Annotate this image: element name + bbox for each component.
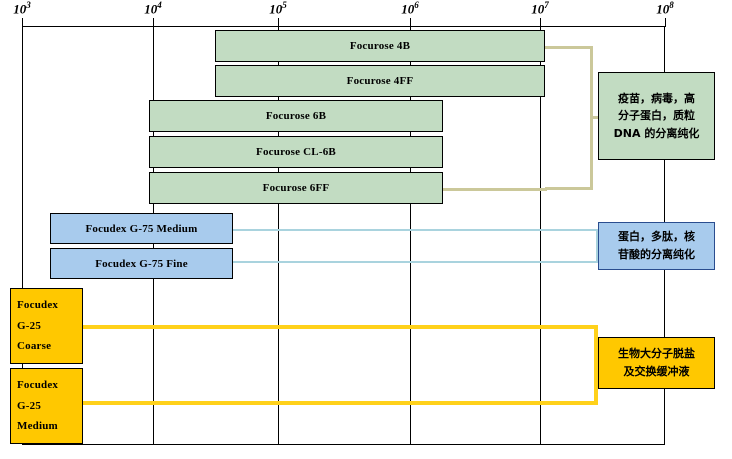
axis-label-1e7-mantissa: 10 <box>531 1 545 17</box>
bar-focurose-6ff[interactable]: Focurose 6FF <box>149 172 443 204</box>
bar-focudex-g25-coarse-line2: G-25 <box>17 319 42 332</box>
axis-label-1e8-exponent: 8 <box>669 0 674 10</box>
axis-tick-1e5 <box>278 18 279 27</box>
axis-label-1e8-mantissa: 10 <box>656 1 670 17</box>
bar-focudex-g25-medium-line2: G-25 <box>17 399 42 412</box>
bar-focurose-4b[interactable]: Focurose 4B <box>215 30 545 62</box>
bar-focudex-g25-coarse[interactable]: Focudex G-25 Coarse <box>10 288 83 364</box>
gridline-1e5 <box>278 26 279 445</box>
axis-label-1e6: 106 <box>401 0 419 17</box>
axis-label-1e3-exponent: 3 <box>26 0 31 10</box>
axis-label-1e7: 107 <box>531 0 549 17</box>
bar-focudex-g25-medium-line1: Focudex <box>17 378 59 391</box>
axis-tick-1e8 <box>665 18 666 27</box>
callout-dextran75-line1: 蛋白，多肽，核 <box>618 230 695 244</box>
axis-label-1e7-exponent: 7 <box>544 0 549 10</box>
bracket-agarose <box>545 46 593 190</box>
axis-label-1e3: 103 <box>13 0 31 17</box>
axis-label-1e5: 105 <box>269 0 287 17</box>
axis-tick-1e3 <box>22 18 23 27</box>
axis-tick-1e4 <box>153 18 154 27</box>
axis-tick-1e6 <box>410 18 411 27</box>
bar-focudex-g25-medium-line3: Medium <box>17 420 58 433</box>
callout-dextran25-line2: 及交换缓冲液 <box>623 365 690 378</box>
axis-label-1e6-exponent: 6 <box>414 0 419 10</box>
axis-label-1e4: 104 <box>144 0 162 17</box>
connector-agarose-callout <box>590 116 598 119</box>
callout-agarose-applications: 疫苗，病毒，高 分子蛋白，质粒 DNA 的分离纯化 <box>598 72 715 160</box>
gridline-1e7 <box>540 26 541 445</box>
axis-label-1e4-mantissa: 10 <box>144 1 158 17</box>
connector-agarose-lower <box>443 188 547 191</box>
axis-label-1e6-mantissa: 10 <box>401 1 415 17</box>
axis-label-1e4-exponent: 4 <box>157 0 162 10</box>
bar-focudex-g25-coarse-line3: Coarse <box>17 340 52 353</box>
bar-focudex-g25-coarse-line1: Focudex <box>17 298 59 311</box>
bar-focudex-g75-medium[interactable]: Focudex G-75 Medium <box>50 213 233 244</box>
axis-label-1e8: 108 <box>656 0 674 17</box>
axis-label-1e5-exponent: 5 <box>282 0 287 10</box>
bar-focudex-g75-fine[interactable]: Focudex G-75 Fine <box>50 248 233 279</box>
axis-label-1e3-mantissa: 10 <box>13 1 27 17</box>
callout-agarose-line3: DNA 的分离纯化 <box>613 126 700 140</box>
bar-focurose-6b[interactable]: Focurose 6B <box>149 100 443 132</box>
callout-dextran25-applications: 生物大分子脱盐 及交换缓冲液 <box>598 337 715 389</box>
axis-tick-1e7 <box>540 18 541 27</box>
bar-focurose-4ff[interactable]: Focurose 4FF <box>215 65 545 97</box>
bar-focudex-g25-medium[interactable]: Focudex G-25 Medium <box>10 368 83 444</box>
bar-focurose-cl-6b[interactable]: Focurose CL-6B <box>149 136 443 168</box>
callout-dextran75-line2: 苷酸的分离纯化 <box>618 248 695 261</box>
bracket-dextran75 <box>233 229 598 263</box>
callout-dextran75-applications: 蛋白，多肽，核 苷酸的分离纯化 <box>598 222 715 270</box>
bracket-dextran25 <box>83 325 598 405</box>
axis-label-1e5-mantissa: 10 <box>269 1 283 17</box>
callout-dextran25-line1: 生物大分子脱盐 <box>618 347 695 361</box>
callout-agarose-line2: 分子蛋白，质粒 <box>618 109 695 123</box>
callout-agarose-line1: 疫苗，病毒，高 <box>618 91 695 105</box>
gridline-1e6 <box>410 26 411 445</box>
